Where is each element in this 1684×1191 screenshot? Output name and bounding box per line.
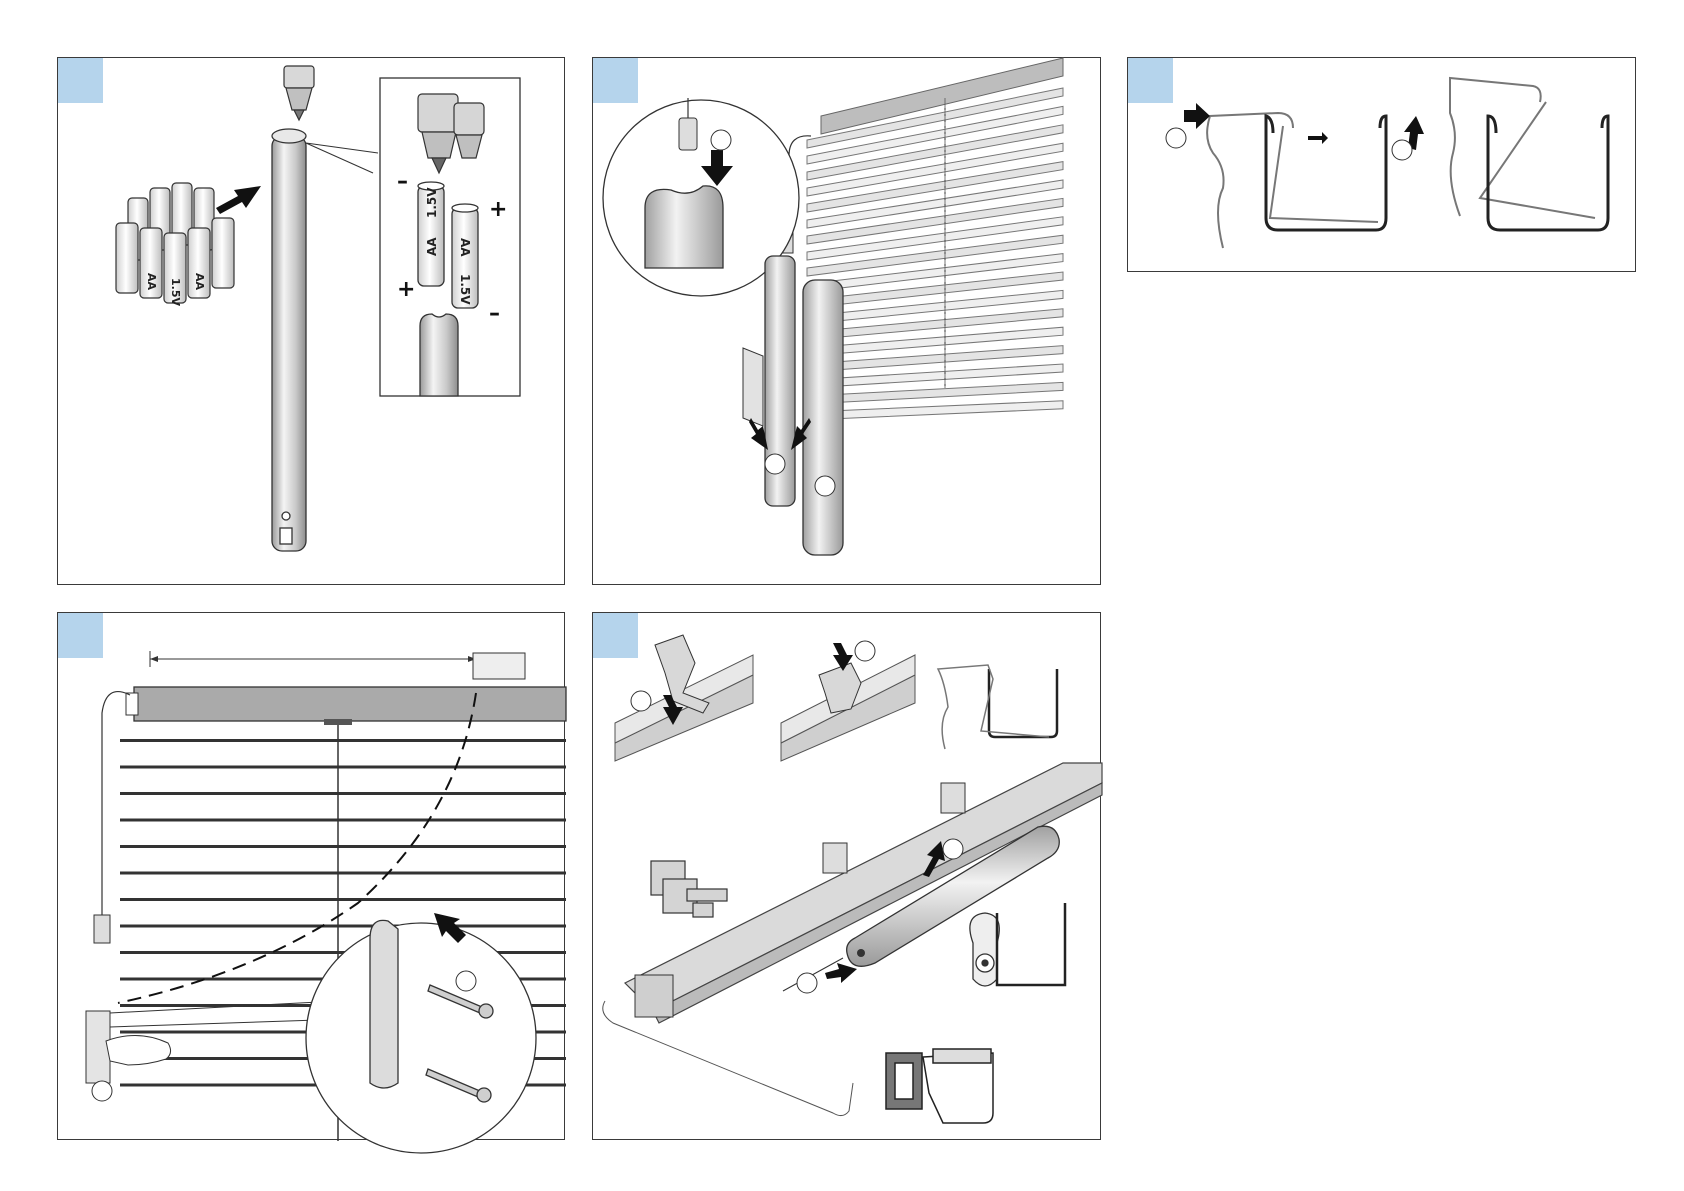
clip-icon <box>1207 113 1293 248</box>
hand-icon <box>106 1035 171 1065</box>
step-panel-5 <box>592 612 1101 1140</box>
battery-label: AA <box>425 237 439 256</box>
arrow-icon <box>216 186 261 214</box>
callout-circle-icon <box>1166 128 1186 148</box>
tube-top-detail <box>420 314 458 396</box>
wall-mount-illustration <box>58 613 566 1141</box>
battery-label: 1.5V <box>458 274 472 305</box>
battery-label: 1.5V <box>425 187 439 218</box>
callout-circle-icon <box>765 454 785 474</box>
plus-label: + <box>397 277 415 302</box>
slat <box>120 792 566 795</box>
clip-part-icon <box>651 861 727 917</box>
step-panel-1: AA 1.5V AA <box>57 57 565 585</box>
endcap-icon <box>284 66 314 120</box>
slat <box>807 401 1063 420</box>
tube-attach-illustration <box>593 58 1102 586</box>
bracket-icon <box>1266 116 1386 230</box>
clip-icon <box>1480 102 1595 218</box>
callout-circle-icon <box>943 839 963 859</box>
callout-circle-icon <box>92 1081 112 1101</box>
battery-label: AA <box>193 273 206 291</box>
plus-label: + <box>489 197 507 222</box>
battery-tube <box>272 129 306 551</box>
slat <box>120 925 566 928</box>
slat <box>120 845 566 848</box>
callout-circle-icon <box>306 923 536 1153</box>
slat <box>120 819 566 822</box>
callout-circle-icon <box>456 971 476 991</box>
bracket-hook-illustration <box>1128 58 1637 273</box>
callout-circle-icon <box>631 691 651 711</box>
battery-label: 1.5V <box>169 278 182 306</box>
bracket-icon <box>989 669 1057 737</box>
battery-label: AA <box>458 238 472 257</box>
slat <box>120 766 566 769</box>
bracket-icon <box>1488 116 1608 230</box>
motor-end-icon <box>970 903 1065 986</box>
minus-label: – <box>397 169 408 194</box>
callout-circle-icon <box>1392 140 1412 160</box>
end-bracket-detail <box>886 1049 993 1123</box>
blind-slats <box>807 88 1063 420</box>
battery-insertion-illustration: AA 1.5V AA <box>58 58 566 586</box>
minus-label: – <box>489 301 500 326</box>
slat <box>120 898 566 901</box>
clip-icon <box>1450 78 1541 216</box>
callout-circle-icon <box>815 476 835 496</box>
slat <box>120 739 566 742</box>
arrow-icon <box>1308 132 1328 144</box>
step-panel-4 <box>57 612 565 1140</box>
headrail-motor-illustration <box>593 613 1102 1141</box>
battery-label: AA <box>145 273 158 291</box>
headrail <box>134 687 566 721</box>
step-panel-3 <box>1127 57 1636 272</box>
step-panel-2 <box>592 57 1101 585</box>
arrow-icon <box>825 963 857 983</box>
arrow-icon <box>1184 103 1210 129</box>
slat <box>120 872 566 875</box>
callout-circle-icon <box>855 641 875 661</box>
callout-circle-icon <box>797 973 817 993</box>
